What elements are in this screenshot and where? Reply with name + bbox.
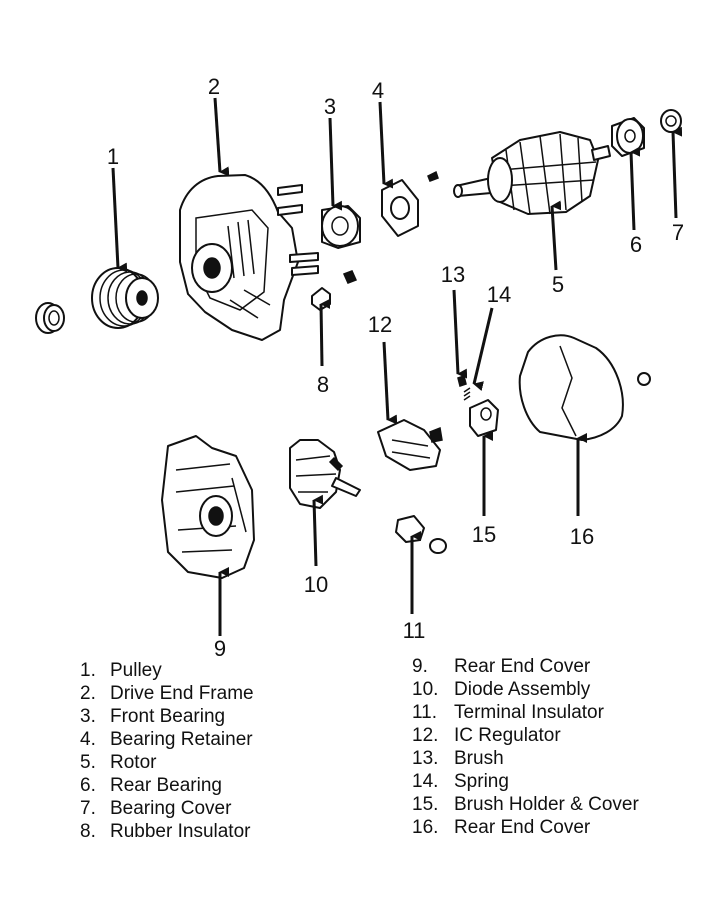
legend-number: 15. <box>412 794 439 815</box>
retainer-screw <box>342 270 358 284</box>
callout-numbers: 1 2 3 4 5 6 7 8 9 10 11 12 13 14 15 16 <box>107 74 684 661</box>
legend-number: 9. <box>412 656 428 677</box>
callout-9: 9 <box>214 636 226 661</box>
callout-14: 14 <box>487 282 511 307</box>
legend-number: 16. <box>412 817 439 838</box>
callout-12: 12 <box>368 312 392 337</box>
terminal-insulator-part <box>395 515 447 554</box>
callout-4: 4 <box>372 78 384 103</box>
legend-number: 10. <box>412 679 439 700</box>
callout-7: 7 <box>672 220 684 245</box>
bearing-retainer-part <box>381 170 439 237</box>
callout-11: 11 <box>403 618 426 643</box>
arrow-6 <box>629 146 641 231</box>
arrow-2 <box>213 97 230 177</box>
legend-item: 4. Bearing Retainer <box>80 728 254 751</box>
legend-item: 15. Brush Holder & Cover <box>412 793 639 816</box>
legend-label: Diode Assembly <box>454 679 591 700</box>
legend-number: 4. <box>80 729 96 750</box>
legend-label: Terminal Insulator <box>454 702 604 723</box>
pulley-part <box>91 267 159 329</box>
legend-item: 3. Front Bearing <box>80 705 254 728</box>
legend-item: 14. Spring <box>412 770 639 793</box>
legend-item: 9. Rear End Cover <box>412 655 639 678</box>
front-bearing-part <box>321 205 361 249</box>
legend-number: 5. <box>80 752 96 773</box>
arrow-3 <box>328 117 343 211</box>
arrow-5 <box>550 200 562 271</box>
arrow-4 <box>378 101 394 189</box>
legend-number: 3. <box>80 706 96 727</box>
callout-5: 5 <box>552 272 564 297</box>
legend-item: 1. Pulley <box>80 659 254 682</box>
callout-13: 13 <box>441 262 465 287</box>
arrow-1 <box>111 167 128 273</box>
legend-label: IC Regulator <box>454 725 561 746</box>
legend-number: 12. <box>412 725 439 746</box>
rotor-part <box>453 131 611 215</box>
brush-holder-part <box>469 399 499 437</box>
legend-label: Drive End Frame <box>110 683 254 704</box>
legend-label: Brush Holder & Cover <box>454 794 639 815</box>
arrow-14 <box>472 307 494 391</box>
pulley-nut <box>35 302 65 334</box>
legend-label: Front Bearing <box>110 706 226 727</box>
rear-bearing-part <box>611 117 645 157</box>
spring-part <box>463 387 471 401</box>
legend-label: Bearing Retainer <box>110 729 253 750</box>
legend-left: 1. Pulley 2. Drive End Frame 3. Front Beari… <box>80 659 254 843</box>
callout-2: 2 <box>208 74 220 99</box>
legend-item: 12. IC Regulator <box>412 724 639 747</box>
rear-end-cover-housing-part <box>161 435 255 579</box>
arrow-7 <box>671 126 683 219</box>
bearing-cover-part <box>660 109 682 133</box>
legend-label: Bearing Cover <box>110 798 232 819</box>
legend-number: 8. <box>80 821 96 842</box>
legend-number: 1. <box>80 660 96 681</box>
legend-item: 11. Terminal Insulator <box>412 701 639 724</box>
legend-label: Rear End Cover <box>454 817 591 838</box>
callout-10: 10 <box>304 572 328 597</box>
legend-number: 7. <box>80 798 96 819</box>
legend-number: 13. <box>412 748 439 769</box>
legend-number: 2. <box>80 683 96 704</box>
callout-6: 6 <box>630 232 642 257</box>
callout-3: 3 <box>324 94 336 119</box>
legend-item: 2. Drive End Frame <box>80 682 254 705</box>
legend-label: Brush <box>454 748 504 769</box>
callout-8: 8 <box>317 372 329 397</box>
arrow-8 <box>319 298 331 367</box>
legend-label: Rear Bearing <box>110 775 222 796</box>
brush-part <box>457 375 467 387</box>
legend-label: Spring <box>454 771 509 792</box>
legend-item: 5. Rotor <box>80 751 254 774</box>
legend-label: Pulley <box>110 660 162 681</box>
rear-end-cover-dome-part <box>518 334 651 441</box>
legend-right: 9. Rear End Cover 10. Diode Assembly 11. Te… <box>412 655 639 839</box>
legend-number: 6. <box>80 775 96 796</box>
callout-arrows <box>111 97 683 636</box>
legend-number: 11. <box>412 702 438 723</box>
legend-item: 8. Rubber Insulator <box>80 820 254 843</box>
legend-label: Rotor <box>110 752 157 773</box>
legend-item: 7. Bearing Cover <box>80 797 254 820</box>
callout-15: 15 <box>472 522 496 547</box>
arrow-12 <box>382 341 398 425</box>
legend-item: 6. Rear Bearing <box>80 774 254 797</box>
callout-16: 16 <box>570 524 594 549</box>
legend-item: 16. Rear End Cover <box>412 816 639 839</box>
legend-number: 14. <box>412 771 439 792</box>
diode-assembly-part <box>289 439 361 509</box>
legend-item: 10. Diode Assembly <box>412 678 639 701</box>
legend-label: Rear End Cover <box>454 656 591 677</box>
legend-label: Rubber Insulator <box>110 821 251 842</box>
legend-item: 13. Brush <box>412 747 639 770</box>
callout-1: 1 <box>107 144 119 169</box>
arrow-13 <box>452 289 468 379</box>
ic-regulator-part <box>377 419 443 471</box>
arrow-10 <box>312 494 324 567</box>
drive-end-frame-part <box>179 174 319 341</box>
